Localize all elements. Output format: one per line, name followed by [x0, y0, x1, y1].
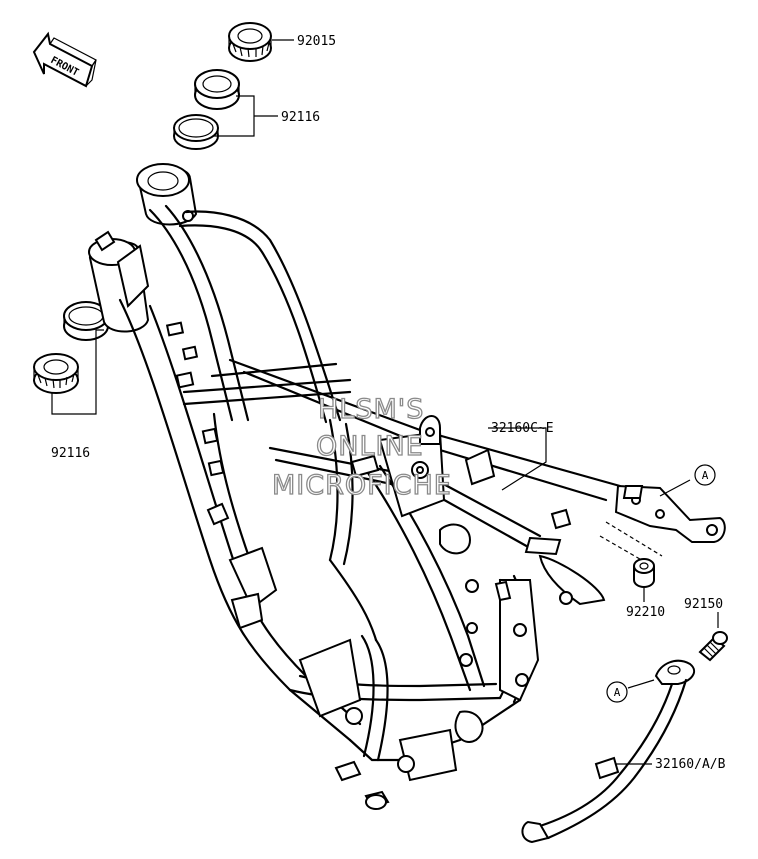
race-92116-top[interactable] — [173, 114, 219, 150]
watermark-line-2: ONLINE — [316, 431, 424, 462]
leader-32160ce — [488, 427, 547, 491]
leader-92116-left — [51, 329, 104, 415]
bolt-92150[interactable] — [698, 631, 728, 662]
label-92150[interactable]: 92150 — [684, 597, 723, 612]
label-92210[interactable]: 92210 — [626, 605, 665, 620]
label-92116-left[interactable]: 92116 — [51, 446, 90, 461]
label-92015[interactable]: 92015 — [297, 34, 336, 49]
bearing-92116-left[interactable] — [33, 353, 79, 394]
ref-a-frame-label: A — [702, 469, 709, 482]
race-92116-left[interactable] — [63, 301, 109, 341]
ref-a-subframe[interactable]: A — [606, 681, 628, 703]
front-arrow-icon: FRONT — [32, 31, 97, 88]
watermark-line-1: HLSM'S — [318, 394, 424, 425]
subframe-32160ab[interactable] — [521, 659, 696, 844]
guide-line-1 — [605, 521, 663, 557]
leader-ref-a-frame — [659, 479, 691, 497]
label-32160ce[interactable]: 32160C~E — [491, 421, 554, 436]
label-92116-top[interactable]: 92116 — [281, 110, 320, 125]
ref-a-subframe-label: A — [614, 686, 621, 699]
stem-nut-92015[interactable] — [228, 22, 272, 62]
main-frame[interactable] — [88, 163, 726, 810]
collar-92210[interactable] — [633, 558, 655, 588]
ref-a-frame[interactable]: A — [694, 464, 716, 486]
bearing-92116-top[interactable] — [194, 69, 240, 110]
label-32160ab[interactable]: 32160/A/B — [655, 757, 726, 772]
watermark-line-3: MICROFICHE — [272, 470, 452, 501]
leader-ref-a-subframe — [627, 679, 655, 689]
watermark: HLSM'S ONLINE MICROFICHE — [271, 393, 452, 501]
